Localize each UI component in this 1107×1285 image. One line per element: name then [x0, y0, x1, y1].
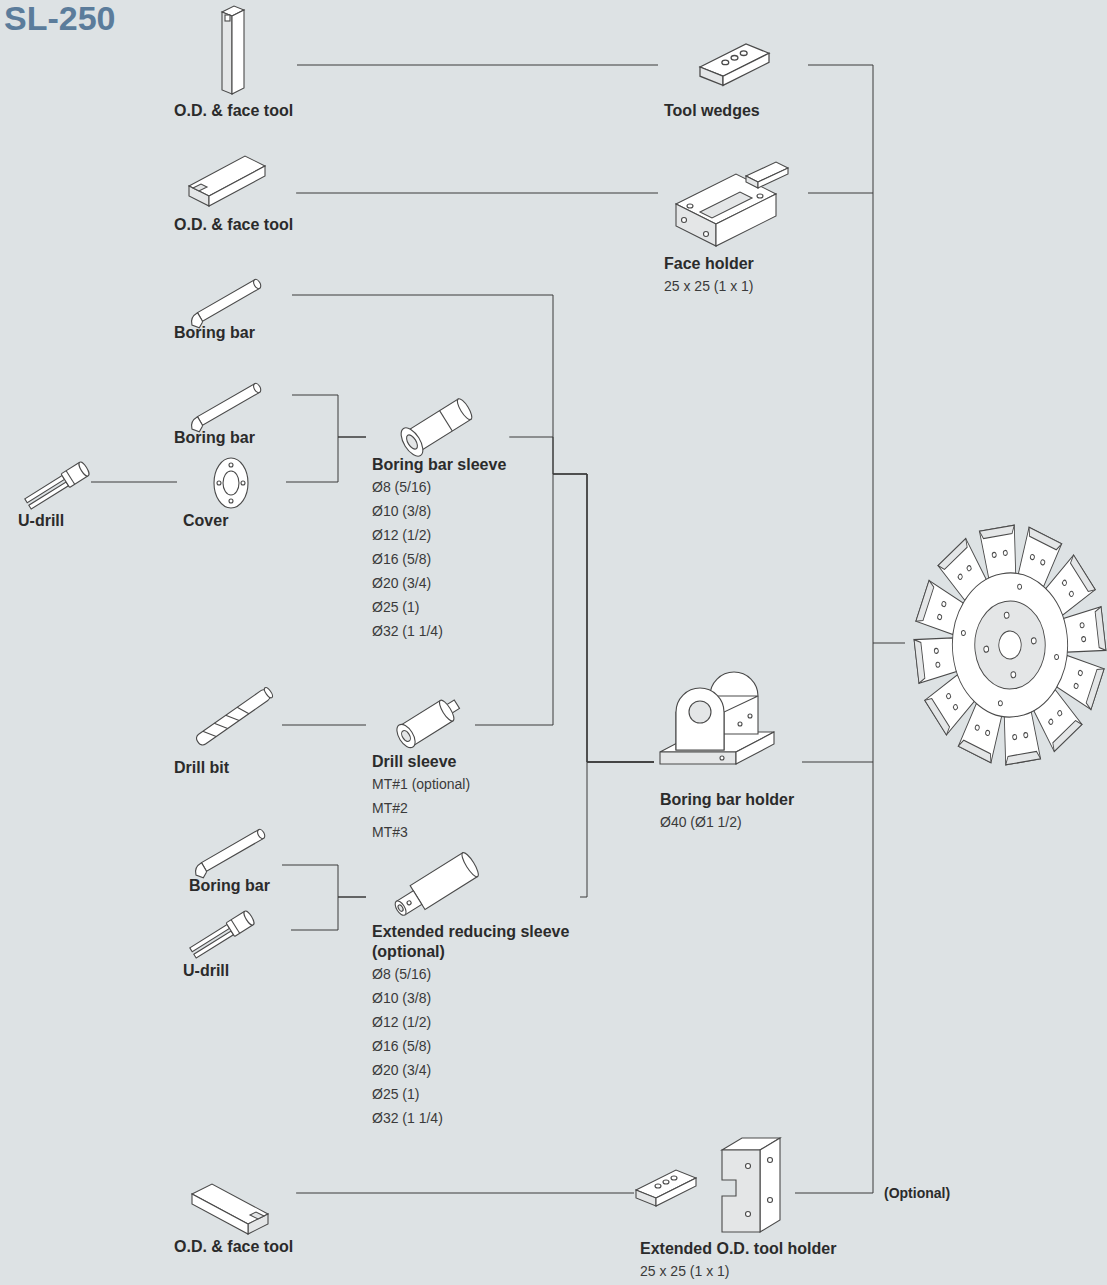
boring-bar-icon [188, 382, 264, 434]
tool-wedges-icon [700, 44, 769, 85]
spec-line: Ø32 (1 1/4) [372, 619, 506, 643]
spec-line: Ø12 (1/2) [372, 523, 506, 547]
tool-item: Boring bar sleeveØ8 (5/16)Ø10 (3/8)Ø12 (… [372, 395, 506, 643]
item-label: O.D. & face tool [174, 101, 294, 121]
spec-line: MT#1 (optional) [372, 772, 472, 796]
item-label: Face holder [664, 254, 789, 274]
reducing-sleeve-icon [390, 851, 481, 922]
spec-line: 25 x 25 (1 x 1) [664, 274, 789, 298]
connector-line [580, 762, 654, 897]
tool-item: Boring bar [174, 380, 289, 448]
item-label: U-drill [183, 961, 288, 981]
connector-line [296, 1193, 634, 1194]
od-face-tool-icon [222, 6, 244, 94]
tool-item: Extended O.D. tool holder25 x 25 (1 x 1) [640, 1125, 836, 1283]
spec-line: MT#2 [372, 796, 472, 820]
spec-line: Ø10 (3/8) [372, 499, 506, 523]
turret-bus [795, 65, 905, 1193]
turret-illustration [903, 512, 1107, 779]
spec-line: Ø12 (1/2) [372, 1010, 577, 1034]
spec-line: Ø8 (5/16) [372, 475, 506, 499]
extended-holder-icon [722, 1138, 780, 1232]
spec-line: Ø25 (1) [372, 595, 506, 619]
spec-line: Ø10 (3/8) [372, 986, 577, 1010]
item-label: Boring bar sleeve [372, 455, 506, 475]
item-label: Boring bar [189, 876, 279, 896]
spec-line: Ø16 (5/8) [372, 547, 506, 571]
tool-item: O.D. & face tool [174, 1178, 293, 1257]
tool-item: U-drill [18, 455, 88, 531]
spec-line: MT#3 [372, 820, 472, 844]
tool-wedges-icon [636, 1170, 696, 1206]
connector-line [292, 295, 654, 762]
u-drill-icon [24, 461, 91, 511]
item-label: O.D. & face tool [174, 1237, 293, 1257]
boring-bar-icon [188, 278, 264, 330]
tool-item: O.D. & face tool [174, 150, 293, 235]
connector-line [509, 437, 654, 762]
item-label: Drill bit [174, 758, 279, 778]
spec-line: Ø8 (5/16) [372, 962, 577, 986]
spec-line: 25 x 25 (1 x 1) [640, 1259, 836, 1283]
connector-line [282, 725, 366, 726]
spec-line: Ø25 (1) [372, 1082, 577, 1106]
spec-line: Ø16 (5/8) [372, 1034, 577, 1058]
drill-sleeve-icon [393, 693, 464, 751]
connector-line [292, 395, 366, 437]
tool-item: O.D. & face tool [174, 5, 294, 121]
face-holder-icon [676, 162, 788, 246]
spec-line: Ø32 (1 1/4) [372, 1106, 577, 1130]
spec-line: Ø40 (Ø1 1/2) [660, 810, 800, 834]
tool-item: U-drill [183, 905, 288, 981]
od-face-tool-icon [192, 1184, 268, 1234]
boring-bar-sleeve-icon [397, 393, 477, 459]
connector-line [296, 193, 658, 194]
item-label: Boring bar [174, 428, 289, 448]
od-face-tool-icon [189, 156, 265, 206]
tool-item: Face holder25 x 25 (1 x 1) [664, 158, 789, 298]
item-label: Boring bar holder [660, 790, 800, 810]
spec-line: Ø20 (3/4) [372, 1058, 577, 1082]
item-label: Extended O.D. tool holder [640, 1239, 836, 1259]
u-drill-icon [189, 910, 256, 960]
item-label: Tool wedges [664, 101, 774, 121]
tool-item: Extended reducing sleeve (optional)Ø8 (5… [372, 852, 577, 1130]
connector-line [475, 474, 654, 762]
tool-item: Boring bar [189, 826, 279, 896]
connector-line [286, 437, 366, 482]
item-label: O.D. & face tool [174, 215, 293, 235]
item-label: Cover [183, 511, 283, 531]
tool-item: Drill bit [174, 688, 279, 778]
spec-line: Ø20 (3/4) [372, 571, 506, 595]
boring-bar-icon [192, 828, 268, 880]
drill-bit-icon [195, 686, 274, 747]
connector-line [291, 897, 366, 930]
boring-bar-holder-icon [660, 672, 774, 764]
item-label: Drill sleeve [372, 752, 472, 772]
tool-item: Boring bar [174, 275, 289, 343]
item-label: U-drill [18, 511, 88, 531]
item-label: Extended reducing sleeve (optional) [372, 922, 577, 962]
note-label: (Optional) [884, 1183, 950, 1203]
tool-item: Cover [183, 455, 283, 531]
tool-item: Boring bar holderØ40 (Ø1 1/2) [660, 685, 800, 834]
tool-item: Tool wedges [664, 40, 774, 121]
connector-line [297, 65, 658, 66]
connector-line [282, 865, 366, 897]
cover-icon [214, 458, 248, 508]
connector-line [91, 482, 177, 483]
tool-item: Drill sleeveMT#1 (optional)MT#2MT#3 [372, 688, 472, 844]
page-title: SL-250 [4, 0, 116, 38]
item-label: Boring bar [174, 323, 289, 343]
